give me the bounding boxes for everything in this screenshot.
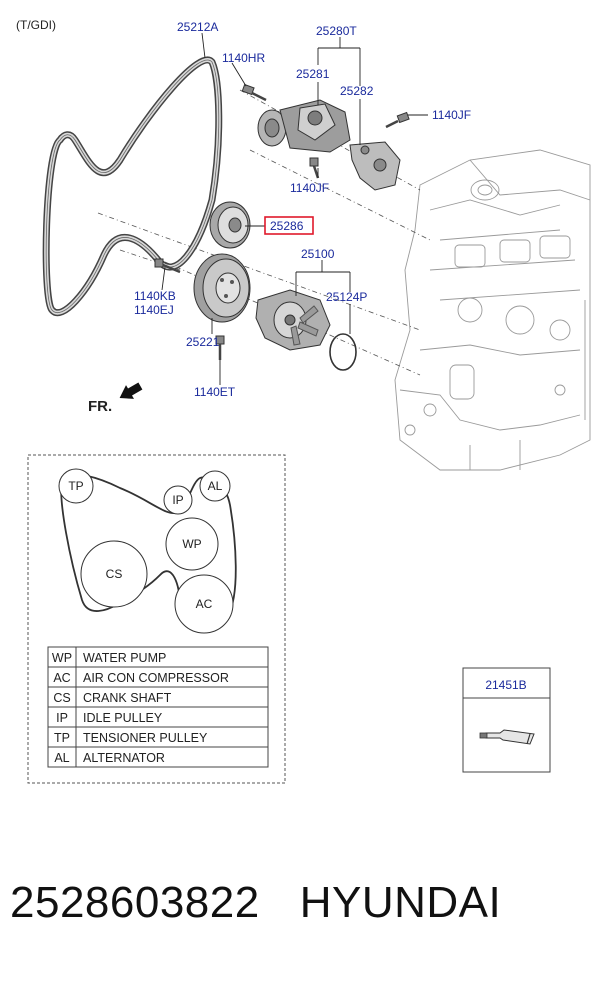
front-direction-indicator: FR. bbox=[88, 382, 143, 415]
bolt-1140jf-left bbox=[309, 157, 320, 179]
legend-desc: AIR CON COMPRESSOR bbox=[83, 671, 229, 685]
water-pump bbox=[255, 289, 331, 351]
legend-code: WP bbox=[52, 651, 72, 665]
routing-pulley-cs-label: CS bbox=[106, 567, 123, 581]
legend-code: IP bbox=[56, 711, 68, 725]
callout-sealant: 21451B bbox=[485, 678, 526, 692]
callout-water-pump-assy: 25100 bbox=[301, 247, 335, 261]
callout-bolt-1140kb: 1140KB bbox=[134, 289, 176, 303]
legend-table: WP WATER PUMP AC AIR CON COMPRESSOR CS C… bbox=[47, 646, 269, 768]
callout-tensioner-assy: 25280T bbox=[316, 24, 357, 38]
front-arrow-icon bbox=[119, 382, 143, 399]
sealant-box: 21451B bbox=[462, 667, 551, 773]
legend-desc: WATER PUMP bbox=[83, 651, 166, 665]
legend-code: AL bbox=[54, 751, 69, 765]
legend-desc: CRANK SHAFT bbox=[83, 691, 172, 705]
routing-pulley-wp-label: WP bbox=[182, 537, 201, 551]
variant-label: (T/GDI) bbox=[16, 18, 56, 32]
legend-desc: ALTERNATOR bbox=[83, 751, 165, 765]
routing-inset: TP IP AL WP CS AC WP WATER PUMP AC AIR C… bbox=[27, 454, 286, 784]
callout-bolt-1140jf-right: 1140JF bbox=[432, 108, 471, 122]
routing-pulley-al-label: AL bbox=[208, 479, 223, 493]
bolt-1140jf-right bbox=[385, 111, 410, 129]
callout-belt: 25212A bbox=[177, 20, 218, 34]
front-label: FR. bbox=[88, 398, 112, 415]
callout-bracket: 25282 bbox=[340, 84, 374, 98]
tensioner-assembly bbox=[257, 99, 401, 191]
legend-desc: TENSIONER PULLEY bbox=[83, 731, 208, 745]
gasket bbox=[329, 333, 357, 371]
callout-bolt-1140hr: 1140HR bbox=[222, 51, 265, 65]
callout-tensioner: 25281 bbox=[296, 67, 330, 81]
routing-pulley-cs bbox=[80, 540, 148, 608]
routing-pulley-tp bbox=[58, 468, 94, 504]
ribbed-belt bbox=[42, 56, 223, 316]
footer: 2528603822 HYUNDAI bbox=[10, 878, 600, 938]
highlight-box bbox=[264, 216, 314, 235]
leader-lines bbox=[161, 32, 428, 385]
legend-code: TP bbox=[54, 731, 70, 745]
callout-bolt-1140ej: 1140EJ bbox=[134, 303, 174, 317]
routing-pulley-tp-label: TP bbox=[68, 479, 83, 493]
legend-code: CS bbox=[53, 691, 70, 705]
water-pump-pulley bbox=[193, 253, 251, 323]
bolt-1140kb bbox=[154, 258, 181, 274]
bolt-1140et bbox=[215, 335, 225, 360]
routing-pulley-ac-label: AC bbox=[196, 597, 213, 611]
callout-bolt-1140et: 1140ET bbox=[194, 385, 236, 399]
idler-pulley bbox=[209, 201, 251, 249]
callout-gasket: 25124P bbox=[326, 290, 367, 304]
routing-pulley-wp bbox=[165, 517, 219, 571]
sealant-tube-icon bbox=[479, 729, 535, 745]
callout-pump-pulley: 25221 bbox=[186, 335, 220, 349]
callout-idler: 25286 bbox=[270, 219, 304, 233]
routing-pulley-ac bbox=[174, 574, 234, 634]
routing-pulley-al bbox=[199, 470, 231, 502]
bolt-1140hr bbox=[241, 83, 267, 102]
callout-bolt-1140jf-left: 1140JF bbox=[290, 181, 329, 195]
routing-pulley-ip-label: IP bbox=[172, 493, 183, 507]
engine-block bbox=[394, 149, 591, 471]
brand-name: HYUNDAI bbox=[299, 878, 502, 927]
routing-pulley-ip bbox=[163, 485, 193, 515]
part-number: 2528603822 bbox=[10, 878, 260, 927]
legend-code: AC bbox=[53, 671, 70, 685]
legend-desc: IDLE PULLEY bbox=[83, 711, 163, 725]
